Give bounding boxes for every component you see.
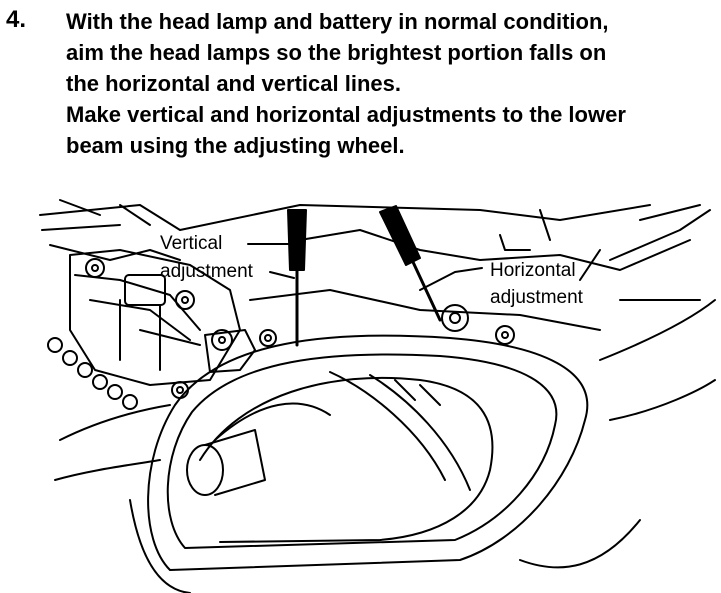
horizontal-screwdriver — [379, 205, 442, 322]
step-number: 4. — [6, 6, 27, 33]
text-line: With the head lamp and battery in normal… — [66, 9, 609, 34]
hose-rings — [47, 337, 138, 410]
adjuster-housing — [69, 249, 256, 386]
text-line: aim the head lamps so the brightest port… — [66, 40, 607, 65]
horizontal-adjustment-label: adjustment — [490, 287, 583, 308]
text-line: beam using the adjusting wheel. — [66, 133, 405, 158]
text-line: the horizontal and vertical lines. — [66, 71, 401, 96]
step-text: With the head lamp and battery in normal… — [66, 6, 718, 161]
text-line: Make vertical and horizontal adjustments… — [66, 102, 626, 127]
bolt-heads — [85, 258, 515, 399]
paragraph-aim: With the head lamp and battery in normal… — [66, 6, 718, 99]
vertical-screwdriver — [287, 209, 307, 347]
vertical-adjustment-label: adjustment — [160, 261, 253, 282]
horizontal-adjustment-label: Horizontal — [490, 260, 576, 281]
paragraph-adjust: Make vertical and horizontal adjustments… — [66, 99, 718, 161]
vertical-adjustment-label: Vertical — [160, 233, 223, 254]
engine-bay-outline — [39, 199, 711, 331]
headlamp-assembly — [54, 299, 716, 593]
headlamp-illustration — [39, 199, 716, 593]
leader-lines — [247, 243, 483, 291]
